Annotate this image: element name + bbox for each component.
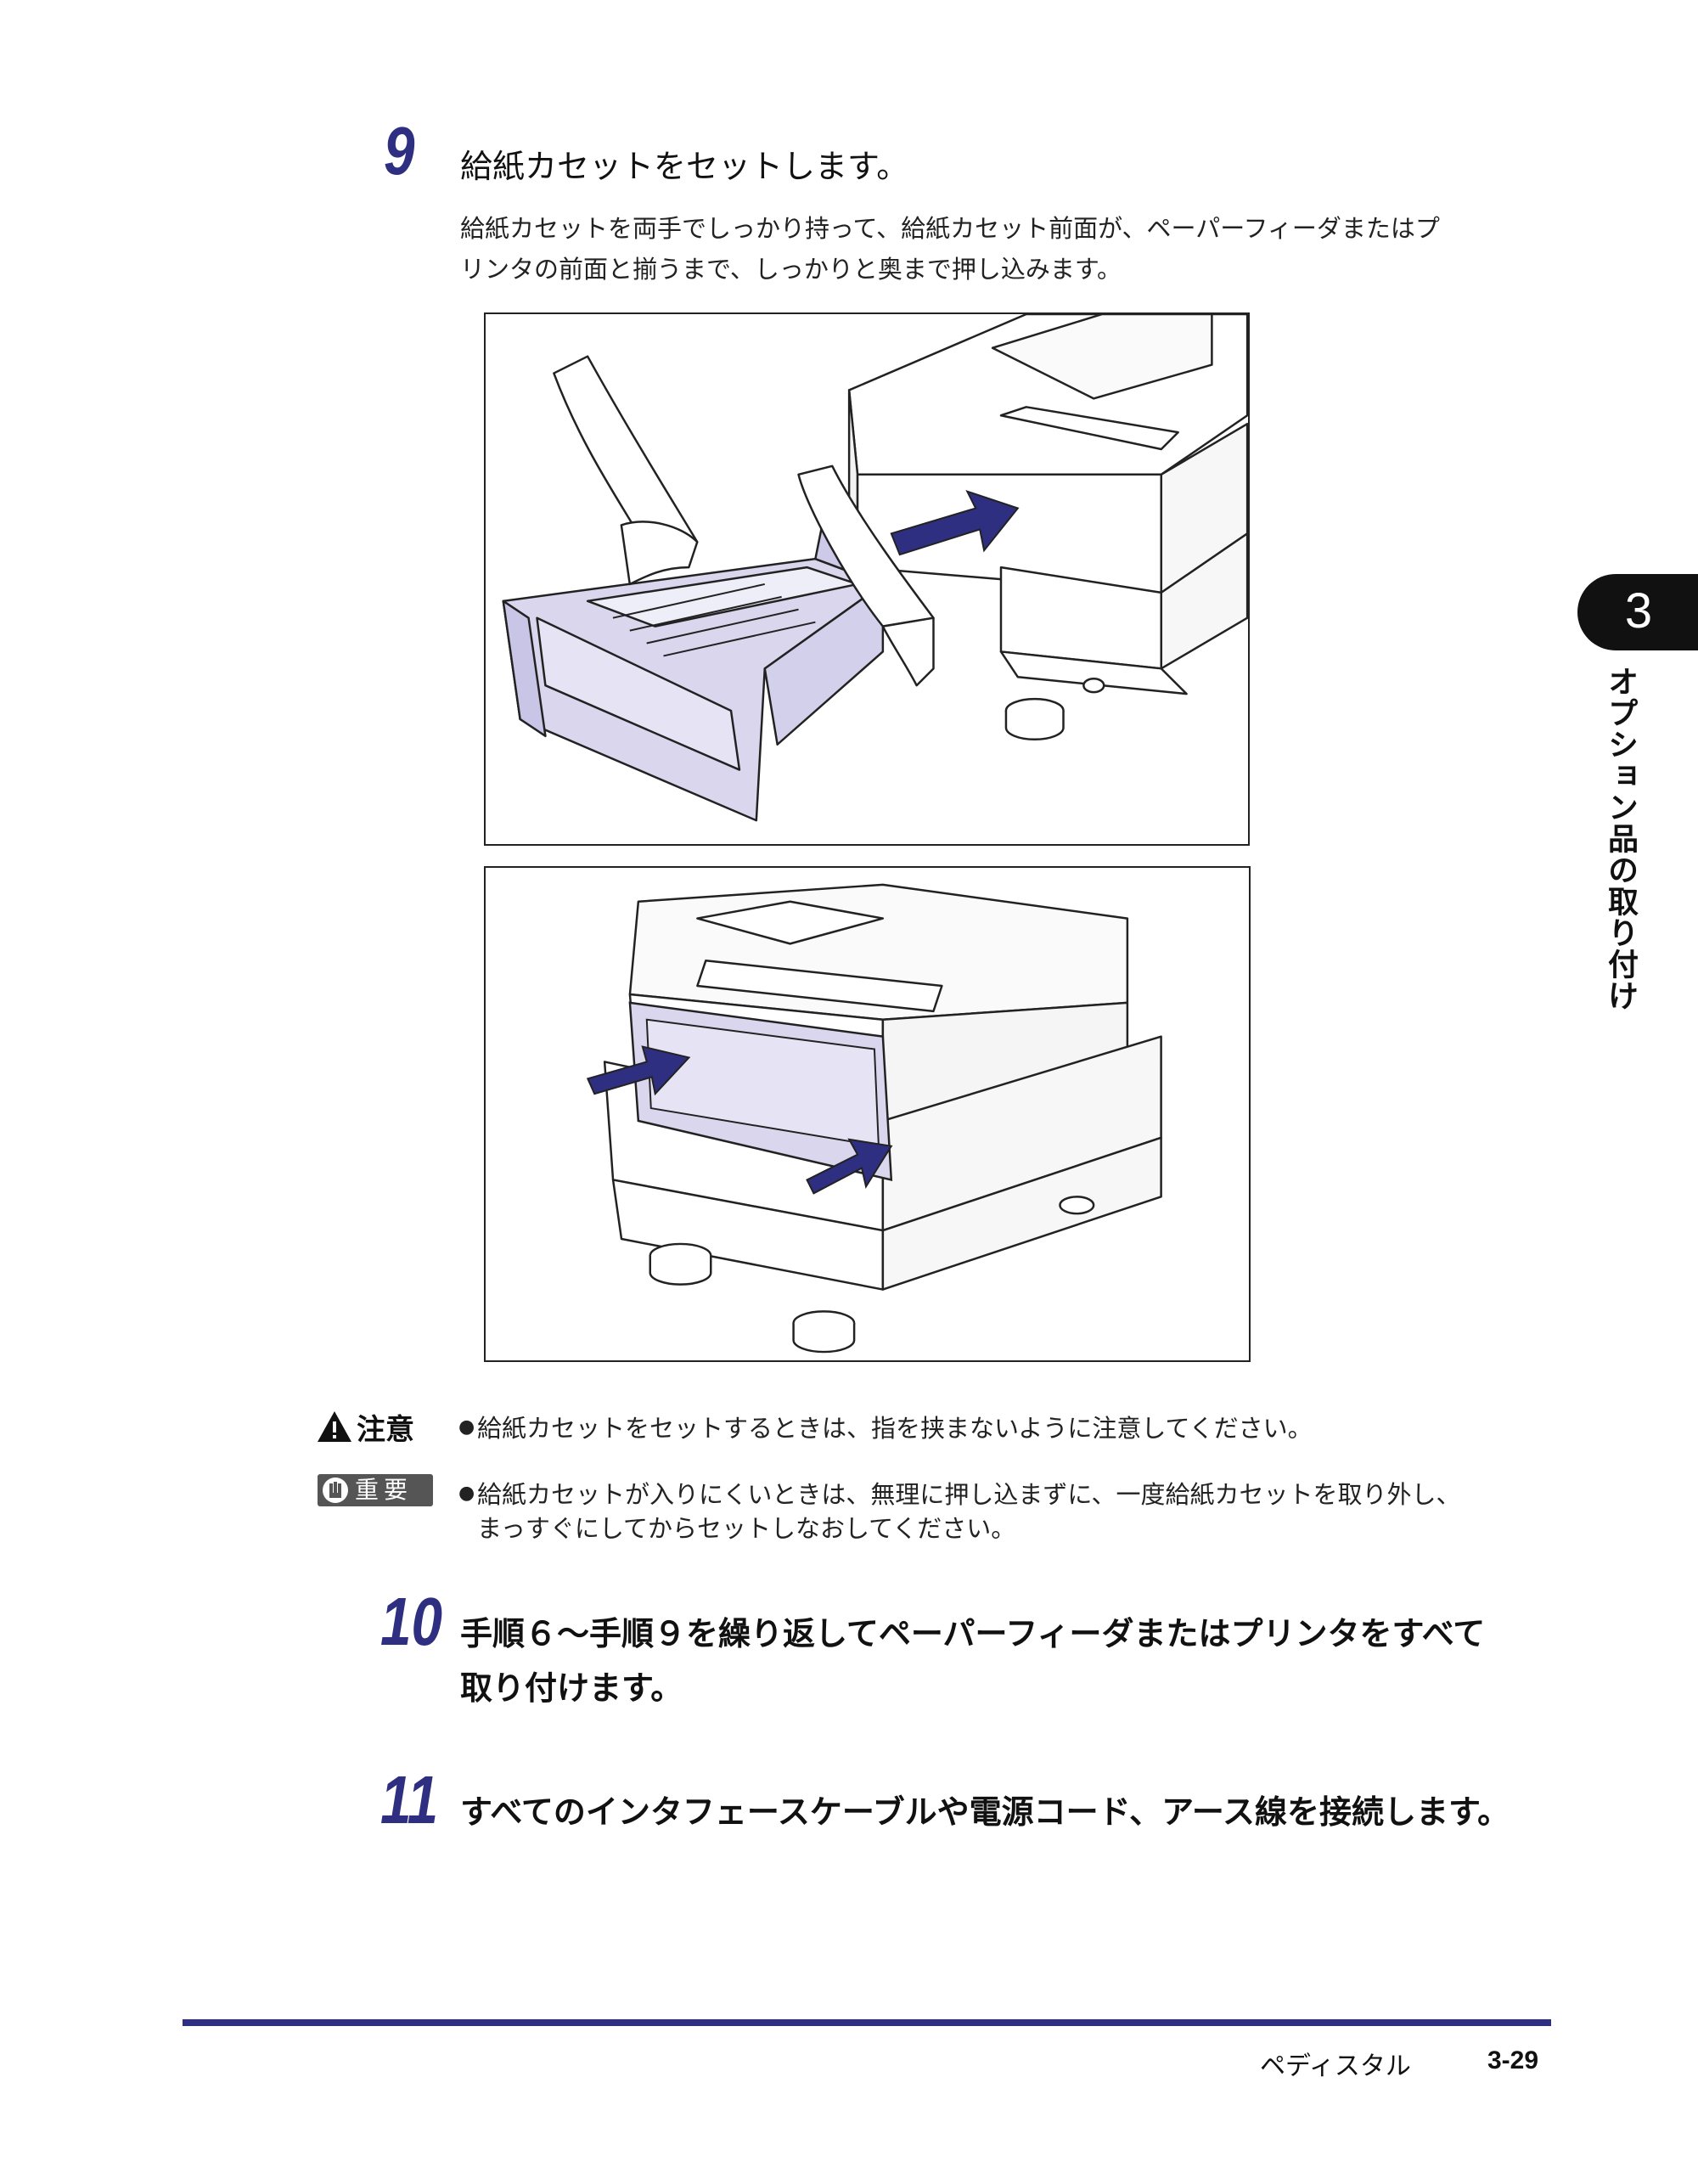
footer-page-number: 3-29 [1487, 2046, 1539, 2074]
footer-section-name: ペディスタル [1260, 2052, 1411, 2081]
step-10-title-line-2: 取り付けます。 [460, 1669, 683, 1707]
step-11-title: すべてのインタフェースケーブルや電源コード、アース線を接続します。 [460, 1793, 1510, 1831]
illustration-insert-cassette [502, 314, 1248, 822]
step-10-title-line-1: 手順６～手順９を繰り返してペーパーフィーダまたはプリンタをすべて [460, 1615, 1486, 1652]
step-9-number: 9 [384, 113, 415, 189]
caution-bullet: ● [458, 1416, 475, 1438]
stop-hand-icon [323, 1478, 348, 1503]
warning-triangle-icon [318, 1411, 351, 1442]
step-9-title: 給紙カセットをセットします。 [460, 148, 909, 185]
caution-text: 給紙カセットをセットするときは、指を挟まないように注意してください。 [477, 1414, 1313, 1443]
important-bullet: ● [458, 1483, 475, 1504]
step-9-body-line-2: リンタの前面と揃うまで、しっかりと奥まで押し込みます。 [460, 255, 1122, 284]
important-text-line-1: 給紙カセットが入りにくいときは、無理に押し込まずに、一度給紙カセットを取り外し、 [477, 1480, 1461, 1509]
caution-label: 注意 [357, 1413, 414, 1447]
important-label: 重要 [355, 1476, 413, 1504]
chapter-title: オプション品の取り付け [1603, 666, 1638, 1011]
illustration-cassette-installed [586, 883, 1162, 1354]
step-11-number: 11 [380, 1762, 439, 1838]
chapter-number: 3 [1624, 583, 1653, 639]
step-9-body-line-1: 給紙カセットを両手でしっかり持って、給紙カセット前面が、ペーパーフィーダまたはプ [460, 214, 1440, 243]
step-10-number: 10 [380, 1584, 442, 1659]
chapter-tab [1577, 574, 1698, 650]
figure-cassette-installed [484, 866, 1251, 1362]
footer-rule [183, 2019, 1551, 2026]
figure-insert-cassette [484, 312, 1250, 846]
important-text-line-2: まっすぐにしてからセットしなおしてください。 [477, 1514, 1016, 1543]
